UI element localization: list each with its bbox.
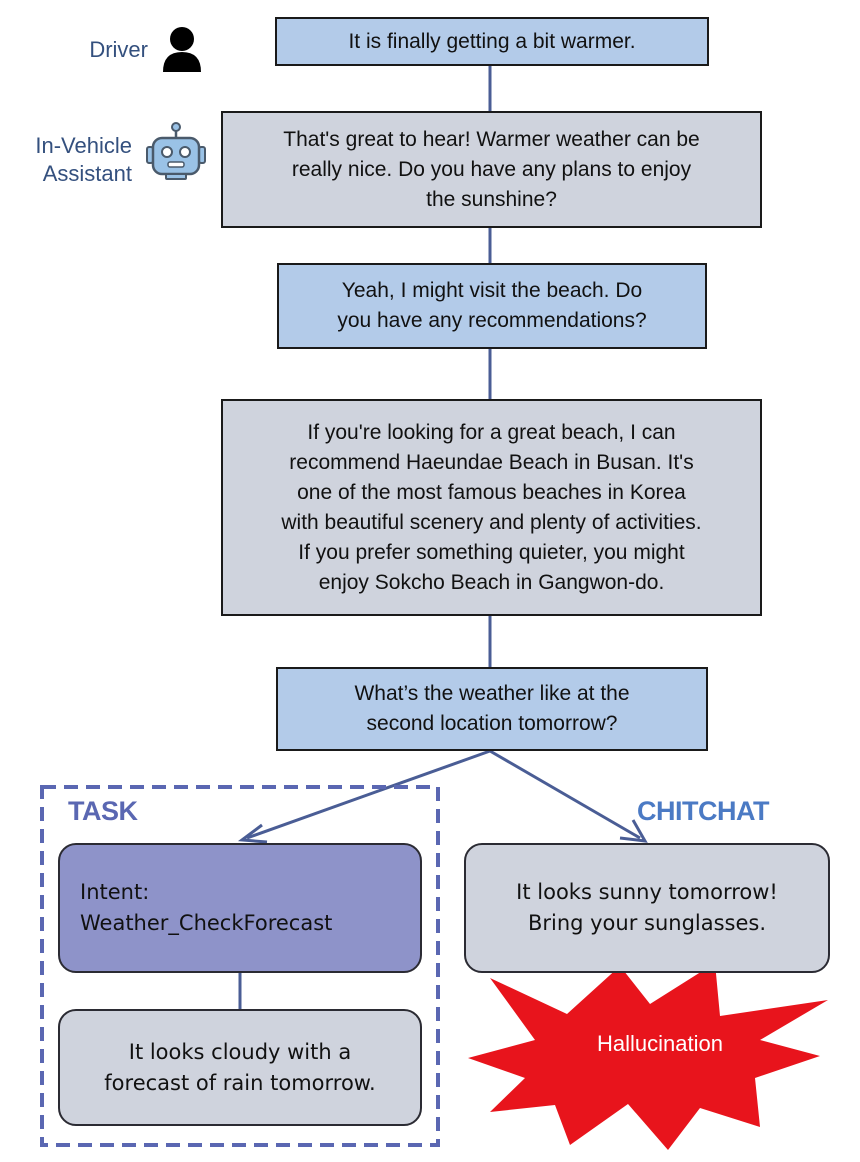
assistant-label-line-1: In-Vehicle [35, 133, 132, 158]
dialogue-connectors [238, 66, 492, 1009]
arrow-to-chitchat [489, 749, 641, 840]
assistant-label-line-2: Assistant [42, 161, 132, 186]
driver-label: Driver [89, 37, 148, 62]
response-line: Bring your sunglasses. [527, 911, 767, 935]
dialogue-line: really nice. Do you have any plans to en… [291, 157, 692, 181]
dialogue-line: one of the most famous beaches in Korea [297, 480, 686, 504]
dialogue-line: What’s the weather like at the [354, 682, 630, 705]
chitchat-label: CHITCHAT [637, 796, 769, 826]
dialogue-box-assistant-2: If you're looking for a great beach, I c… [221, 399, 762, 616]
response-line: It looks sunny tomorrow! [516, 880, 778, 904]
dialogue-box-assistant-1: That's great to hear! Warmer weather can… [221, 111, 762, 228]
dialogue-line: That's great to hear! Warmer weather can… [283, 127, 700, 151]
branch-arrows [237, 749, 648, 844]
task-response-box: It looks cloudy with a forecast of rain … [58, 1009, 422, 1126]
dialogue-line: the sunshine? [426, 187, 557, 211]
response-line: forecast of rain tomorrow. [104, 1070, 376, 1095]
arrowhead-task [237, 823, 268, 844]
hallucination-burst [468, 963, 828, 1150]
intent-line: Intent: [80, 880, 150, 904]
intent-box: Intent: Weather_CheckForecast [58, 843, 422, 973]
dialogue-line: It is finally getting a bit warmer. [348, 29, 636, 53]
assistant-label: In-Vehicle Assistant [6, 132, 132, 188]
task-container [40, 785, 440, 1147]
dialogue-line: If you're looking for a great beach, I c… [307, 420, 676, 444]
dialogue-line: with beautiful scenery and plenty of act… [281, 510, 702, 534]
intent-line: Weather_CheckForecast [80, 911, 333, 935]
robot-icon [146, 122, 206, 180]
dialogue-line: If you prefer something quieter, you mig… [298, 540, 685, 564]
person-icon [163, 27, 201, 72]
dialogue-line: enjoy Sokcho Beach in Gangwon-do. [318, 570, 665, 594]
dialogue-box-driver-1: It is finally getting a bit warmer. [275, 17, 709, 66]
hallucination-label: Hallucination [597, 1031, 723, 1056]
dialogue-box-driver-2: Yeah, I might visit the beach. Do you ha… [277, 263, 707, 349]
response-line: It looks cloudy with a [128, 1039, 352, 1064]
dialogue-line: second location tomorrow? [366, 712, 618, 735]
dialogue-line: Yeah, I might visit the beach. Do [341, 279, 643, 302]
dialogue-line: recommend Haeundae Beach in Busan. It's [289, 450, 694, 474]
task-label: TASK [68, 796, 138, 826]
dialogue-box-driver-3: What’s the weather like at the second lo… [276, 667, 708, 751]
arrowhead-chitchat [619, 819, 648, 843]
arrow-to-task [246, 749, 491, 840]
dialogue-line: you have any recommendations? [337, 309, 647, 332]
chitchat-response-box: It looks sunny tomorrow! Bring your sung… [464, 843, 830, 973]
